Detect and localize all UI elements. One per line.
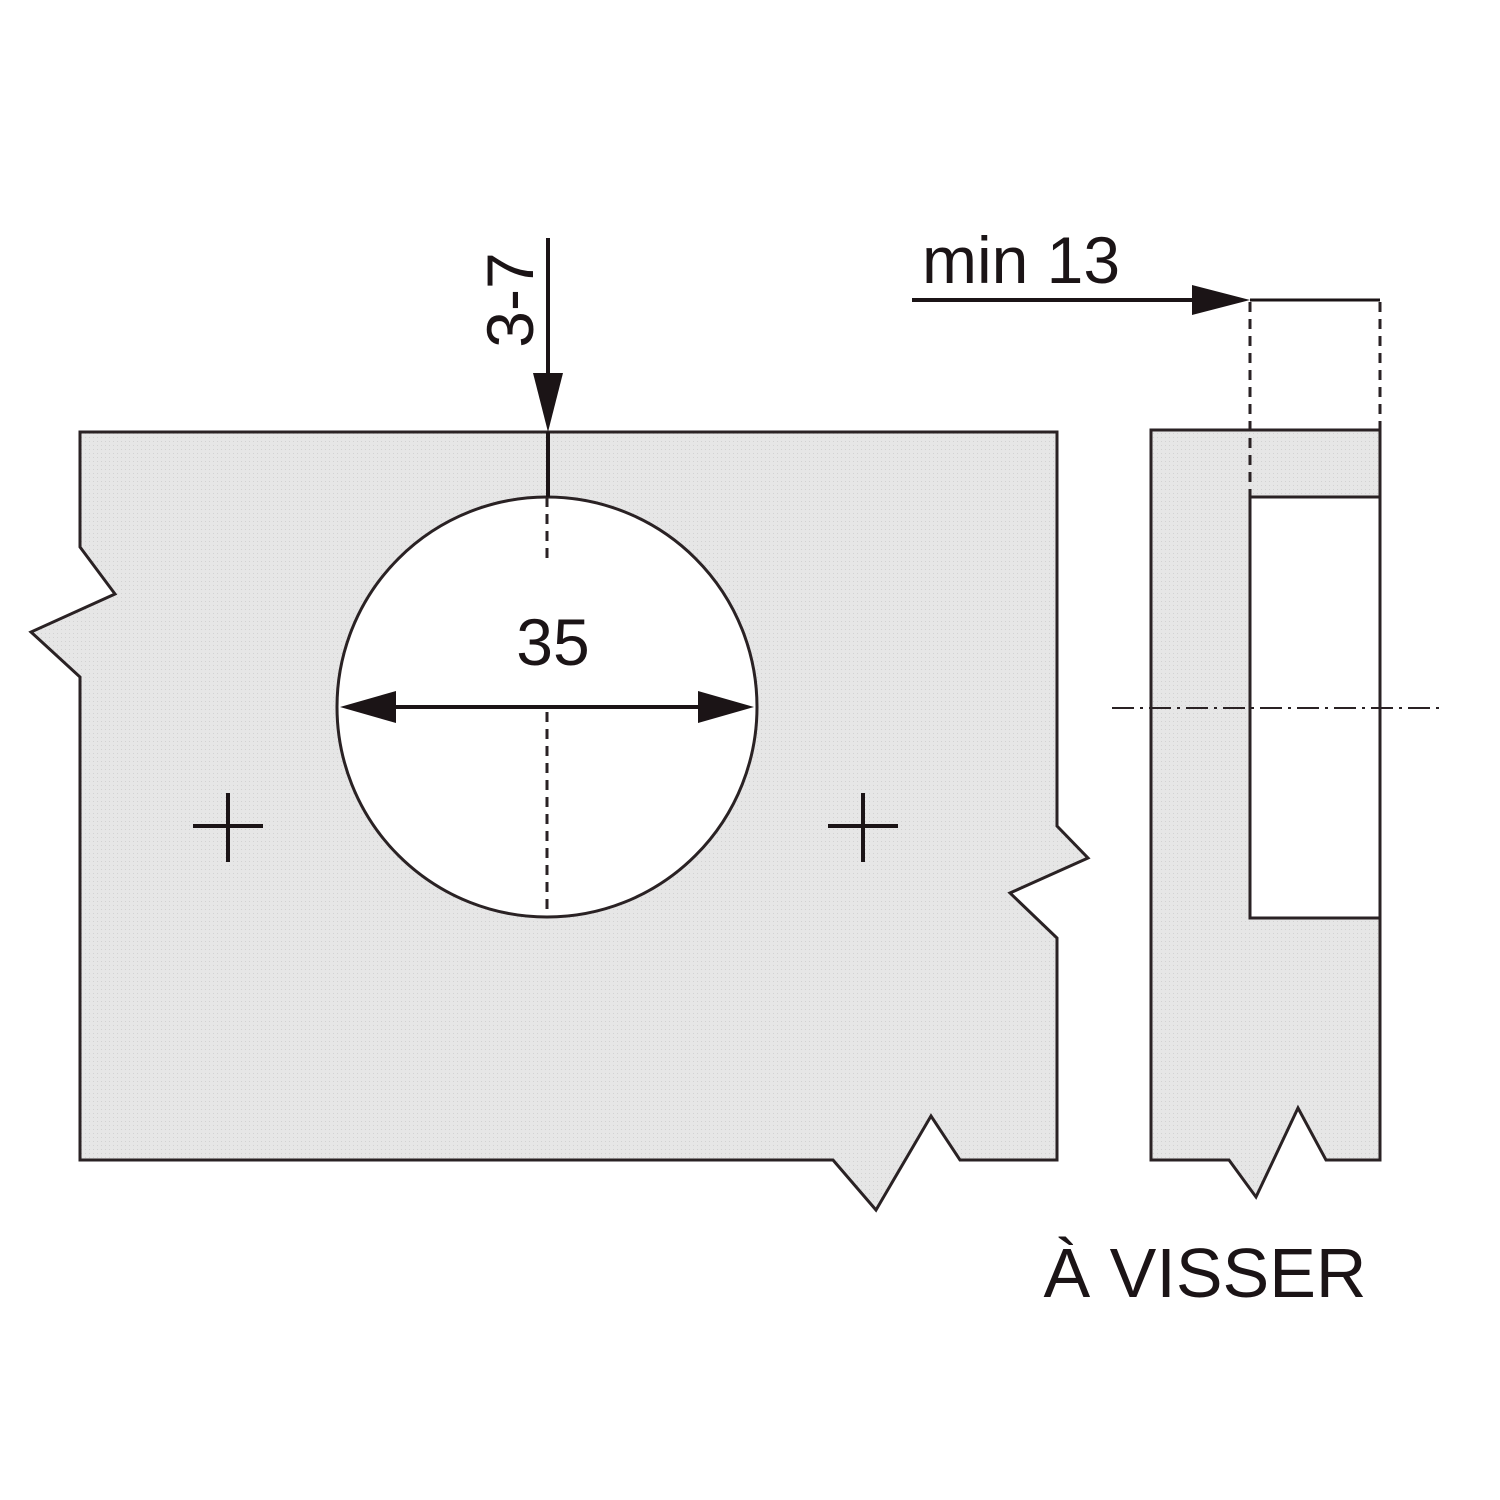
screw-mark-left	[193, 793, 263, 862]
screw-mark-right	[828, 793, 898, 862]
door-panel-side-view	[1112, 298, 1445, 1200]
door-panel-front-view	[28, 430, 1091, 1213]
edge-distance-label: 3-7	[473, 252, 547, 347]
min-depth-label: min 13	[922, 223, 1120, 297]
diameter-label: 35	[516, 605, 589, 679]
caption-label: À VISSER	[1044, 1234, 1367, 1312]
diameter-dimension: 35	[340, 605, 754, 723]
edge-distance-dimension: 3-7	[473, 238, 563, 497]
min-depth-dimension: min 13	[912, 223, 1250, 315]
